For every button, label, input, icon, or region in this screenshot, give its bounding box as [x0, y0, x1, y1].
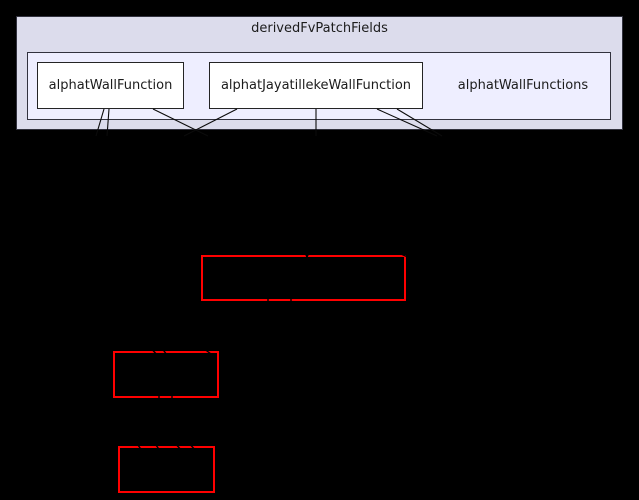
- cluster-derivedfvpatchfields-label[interactable]: derivedFvPatchFields: [251, 21, 388, 36]
- node-alphatwallfunction-label: alphatWallFunction: [48, 78, 173, 93]
- node-alphatjayatillekewallfunction[interactable]: alphatJayatillekeWallFunction: [209, 62, 423, 109]
- truncated-node-3[interactable]: [118, 446, 215, 493]
- node-alphatjayatillekewallfunction-label: alphatJayatillekeWallFunction: [220, 78, 412, 93]
- truncated-node-2[interactable]: [113, 351, 219, 398]
- cluster-alphatwallfunctions-label[interactable]: alphatWallFunctions: [457, 78, 589, 93]
- truncated-node-1[interactable]: [201, 255, 406, 301]
- node-alphatwallfunction[interactable]: alphatWallFunction: [37, 62, 184, 109]
